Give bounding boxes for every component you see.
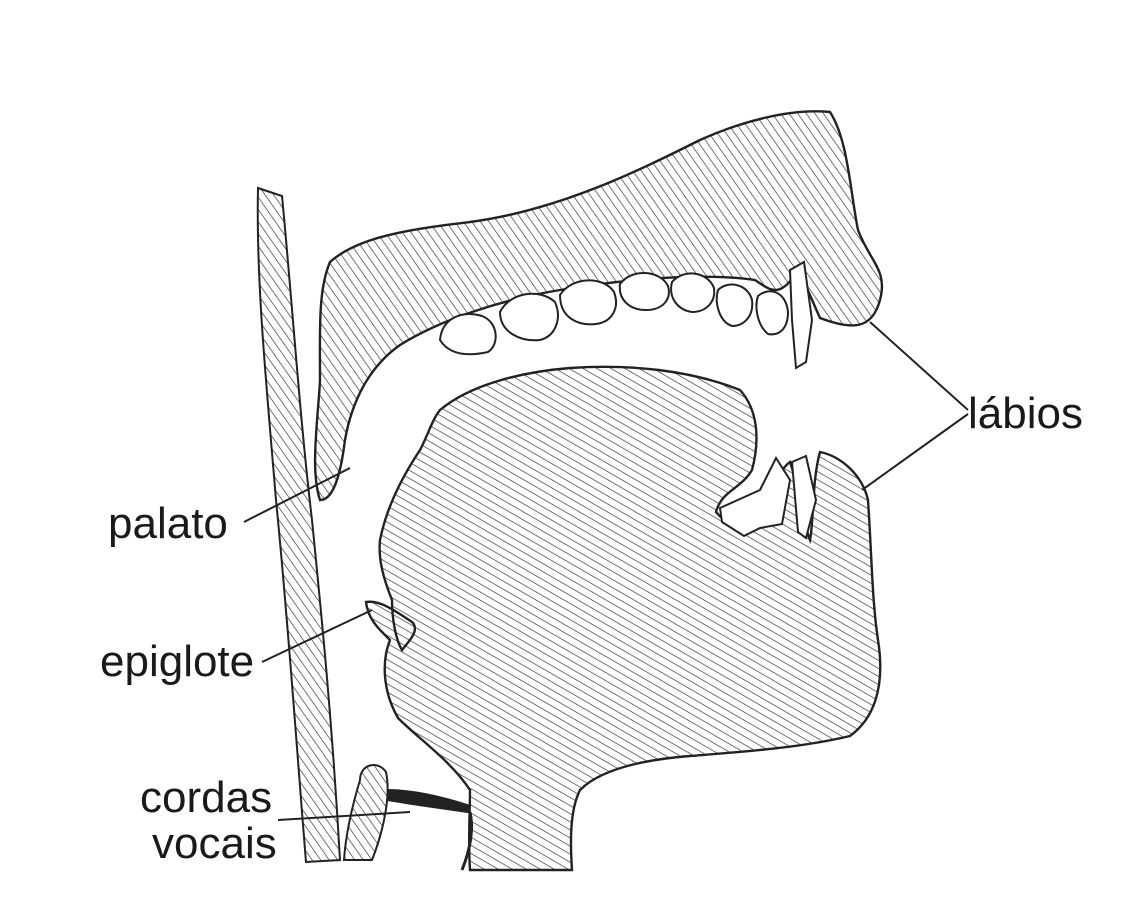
label-palato: palato xyxy=(108,502,228,546)
tongue-lower-jaw xyxy=(366,367,880,870)
vocal-cords xyxy=(388,790,470,812)
label-cordas: cordas xyxy=(140,776,272,820)
leader-labios-upper xyxy=(870,322,968,410)
label-vocais: vocais xyxy=(152,822,277,866)
label-epiglote: epiglote xyxy=(100,640,254,684)
leader-labios-lower xyxy=(862,414,968,490)
label-labios: lábios xyxy=(968,392,1083,436)
leader-cordas xyxy=(278,812,410,820)
arytenoid xyxy=(344,765,388,860)
